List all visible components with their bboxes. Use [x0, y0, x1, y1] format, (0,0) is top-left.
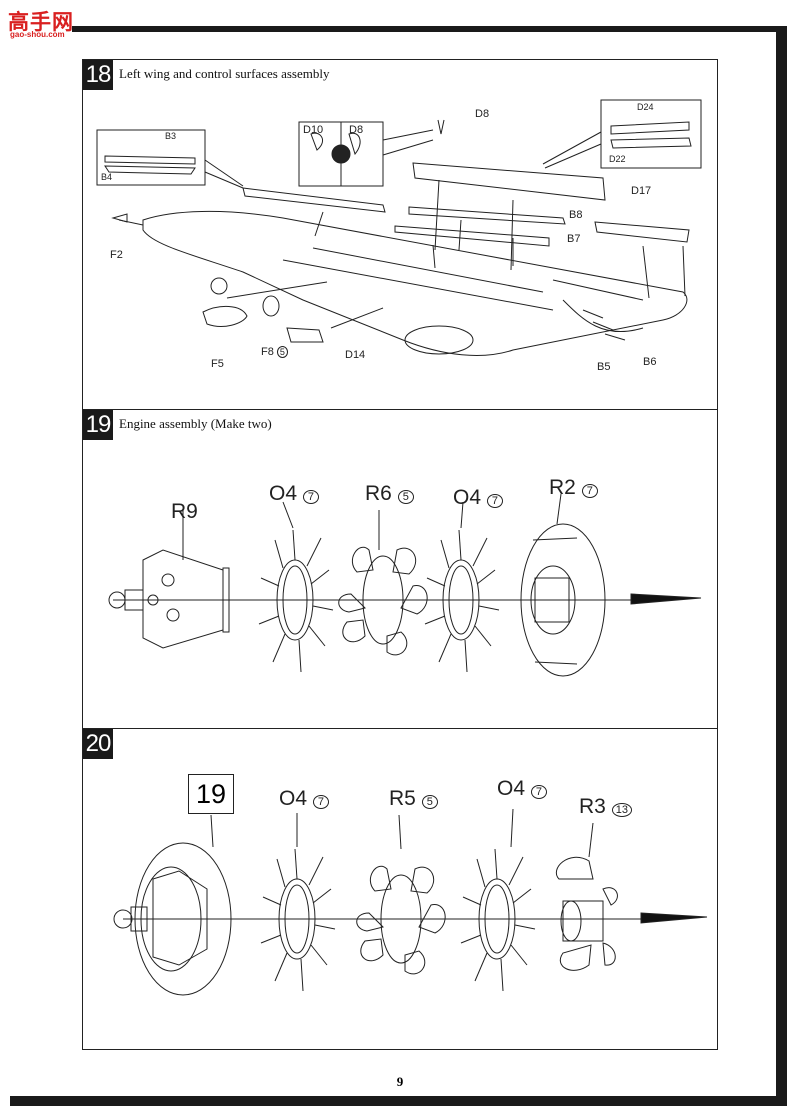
- logo-url: gao-shou.com: [10, 30, 65, 39]
- part-label-r3: R3 13: [579, 795, 632, 819]
- watermark-logo: 高手网 gao-shou.com: [8, 6, 88, 40]
- part-label-r6: R6 5: [365, 482, 414, 506]
- reference-step-box: 19: [188, 774, 234, 814]
- part-label-d14: D14: [345, 349, 366, 361]
- part-label-o4: O4 7: [453, 486, 503, 510]
- page-border-right: [776, 26, 787, 1106]
- part-label-r5: R5 5: [389, 787, 438, 811]
- part-label-d24: D24: [637, 102, 654, 112]
- part-label-b8: B8: [569, 209, 583, 221]
- part-label-o4: O4 7: [497, 777, 547, 801]
- engine-final-assembly-drawing: [113, 808, 708, 996]
- step-20-panel: 20 19: [82, 728, 718, 1050]
- part-label-r2: R2 7: [549, 476, 598, 500]
- part-label-o4: O4 7: [269, 482, 319, 506]
- step-18-panel: 18 Left wing and control surfaces assemb…: [82, 59, 718, 410]
- wing-assembly-drawing: [96, 99, 702, 356]
- logo-text: 高手网: [8, 11, 74, 34]
- part-label-f2: F2: [110, 249, 123, 261]
- part-label-d10: D10: [303, 124, 324, 136]
- step-title: Left wing and control surfaces assembly: [119, 66, 330, 81]
- part-label-b4: B4: [101, 172, 113, 182]
- part-label-b6: B6: [643, 356, 657, 368]
- part-label-d22: D22: [609, 154, 626, 164]
- rod-spokes: [258, 529, 334, 673]
- part-label-b3: B3: [165, 131, 177, 141]
- engine-assembly-drawing: [108, 493, 702, 677]
- page-border-bottom: [10, 1096, 787, 1106]
- step-19-panel: 19 Engine assembly (Make two): [82, 409, 718, 729]
- part-label-b7: B7: [567, 233, 581, 245]
- step-number: 19: [83, 410, 113, 440]
- step-title: Engine assembly (Make two): [119, 416, 272, 431]
- part-label-o4: O4 7: [279, 787, 329, 811]
- part-label-r9: R9: [171, 500, 198, 523]
- page-border-top: [72, 26, 787, 32]
- page-number: 9: [396, 1074, 404, 1089]
- step-number: 20: [83, 729, 113, 759]
- part-label-f8: F8 5: [261, 346, 288, 358]
- part-label-d8: D8: [349, 124, 364, 136]
- inset-d24-d22: [600, 99, 702, 169]
- part-label-b5: B5: [597, 361, 611, 373]
- inset-b3-b4: [96, 129, 206, 186]
- step-number: 18: [83, 60, 113, 90]
- part-label-d17: D17: [631, 185, 652, 197]
- part-label-f5: F5: [211, 358, 224, 370]
- part-label-d8: D8: [475, 108, 490, 120]
